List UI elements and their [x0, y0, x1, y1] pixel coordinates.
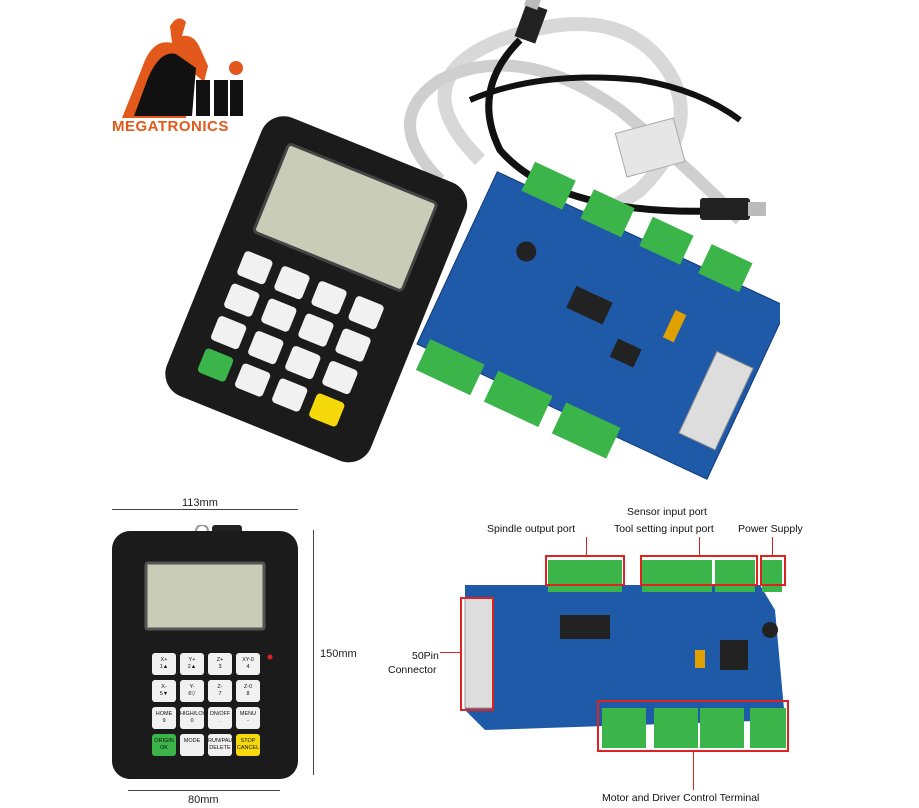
pendant-key[interactable]: Z+ 3: [208, 653, 232, 675]
pendant-key[interactable]: X- 5▼: [152, 680, 176, 702]
label-connector-1: 50Pin: [412, 650, 439, 662]
board-diagram: [464, 560, 786, 748]
pendant-key[interactable]: ON/OFF .: [208, 707, 232, 729]
label-tool: Tool setting input port: [614, 523, 714, 535]
megatronics-logo: [122, 18, 243, 118]
dim-line-side: [313, 530, 314, 775]
leader-spindle: [586, 537, 587, 555]
pendant-key[interactable]: Z-0 8: [236, 680, 260, 702]
label-sensor: Sensor input port: [627, 506, 707, 518]
dim-width-top: 113mm: [182, 497, 218, 509]
pendant-key[interactable]: HIGH/LOW 0: [180, 707, 204, 729]
pendant-key[interactable]: X+ 1▲: [152, 653, 176, 675]
dim-width-bottom: 80mm: [188, 794, 219, 806]
logo-wordmark: MEGATRONICS: [112, 118, 229, 135]
dim-height-side: 150mm: [320, 648, 357, 660]
label-motor: Motor and Driver Control Terminal: [602, 792, 760, 804]
label-power: Power Supply: [738, 523, 803, 535]
leader-power: [772, 537, 773, 555]
callout-connector: [460, 597, 494, 711]
label-spindle: Spindle output port: [487, 523, 576, 535]
pendant-key[interactable]: MODE: [180, 734, 204, 756]
pendant-key[interactable]: MENU -: [236, 707, 260, 729]
callout-power: [760, 555, 786, 586]
pendant-key[interactable]: Z- 7: [208, 680, 232, 702]
leader-connector: [440, 652, 460, 653]
pendant-key[interactable]: RUN/PAUSE DELETE: [208, 734, 232, 756]
pendant-key[interactable]: ORIGIN OK: [152, 734, 176, 756]
label-connector-2: Connector: [388, 664, 437, 676]
leader-tool: [699, 537, 700, 555]
pendant-key[interactable]: XY-0 4: [236, 653, 260, 675]
pendant-key[interactable]: Y+ 2▲: [180, 653, 204, 675]
dim-line-bottom: [128, 790, 280, 791]
callout-spindle: [545, 555, 625, 586]
pendant-key[interactable]: HOME 9: [152, 707, 176, 729]
product-photo: [165, 0, 780, 480]
pendant-key[interactable]: STOP CANCEL: [236, 734, 260, 756]
leader-motor: [693, 752, 694, 790]
callout-sensor-tool: [640, 555, 758, 586]
dim-line-top: [112, 509, 298, 510]
pendant-key[interactable]: Y- 6▽: [180, 680, 204, 702]
callout-motor: [597, 700, 789, 752]
